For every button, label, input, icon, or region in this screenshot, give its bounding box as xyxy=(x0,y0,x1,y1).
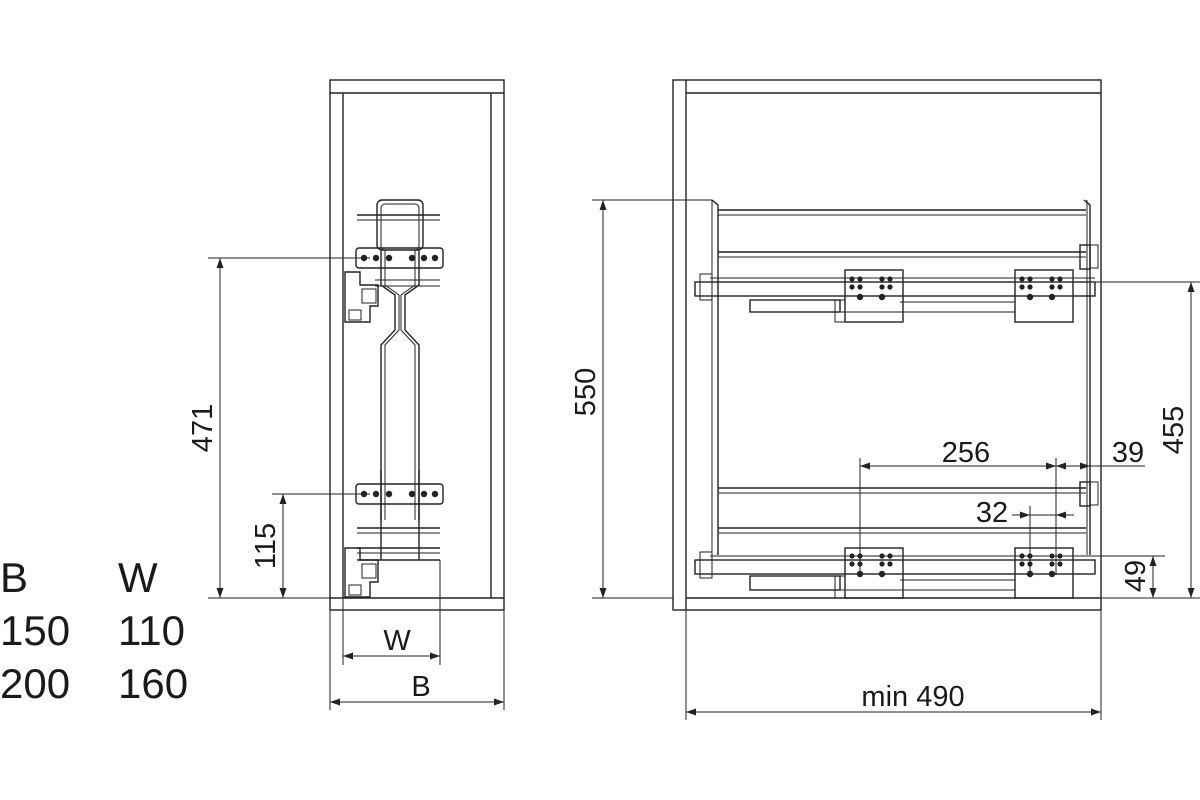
dim-39-label: 39 xyxy=(1112,437,1144,469)
dim-39: 39 xyxy=(1056,437,1145,475)
dim-min-490-label: min 490 xyxy=(861,681,964,713)
table-header-b: B xyxy=(0,554,28,601)
side-lower-plate-right xyxy=(1014,547,1074,599)
dim-115-label: 115 xyxy=(250,523,282,569)
front-runner-upper xyxy=(344,271,379,323)
dim-471-label: 471 xyxy=(187,404,219,452)
dim-550-label: 550 xyxy=(570,368,602,416)
dim-32-label: 32 xyxy=(976,497,1008,529)
table-cell-w-row1: 110 xyxy=(118,607,185,654)
side-upper-plate-right xyxy=(1014,269,1074,323)
table-cell-w-row2: 160 xyxy=(118,660,188,707)
dim-49: 49 xyxy=(1073,555,1165,598)
dim-256-label: 256 xyxy=(942,437,990,469)
side-upper-shelf xyxy=(694,209,1099,313)
size-table: B W 150 110 200 160 xyxy=(0,554,188,707)
dim-min-490: min 490 xyxy=(685,610,1102,720)
side-cabinet-outline xyxy=(672,79,1102,611)
side-lower-plate-left xyxy=(834,547,904,599)
dim-471: 471 xyxy=(187,257,370,599)
dim-32: 32 xyxy=(976,497,1074,575)
dim-455: 455 xyxy=(1073,281,1200,599)
side-upper-plate-left xyxy=(834,269,904,323)
dim-w-label: W xyxy=(383,625,411,657)
dim-b: B xyxy=(329,610,505,710)
dim-455-label: 455 xyxy=(1158,406,1190,454)
side-basket-uprights xyxy=(711,199,1091,555)
table-cell-b-row2: 200 xyxy=(0,660,70,707)
dim-49-label: 49 xyxy=(1120,560,1152,592)
front-runner-lower xyxy=(344,547,379,598)
table-header-w: W xyxy=(118,554,158,601)
front-cabinet-outline xyxy=(329,79,505,611)
dim-b-label: B xyxy=(411,671,430,703)
dim-115: 115 xyxy=(250,493,370,598)
dim-550: 550 xyxy=(570,199,712,599)
dim-256: 256 xyxy=(859,437,1057,575)
dim-w: W xyxy=(342,560,441,665)
side-view: 550 455 256 39 xyxy=(570,79,1200,720)
front-view: 471 115 W B xyxy=(187,79,505,710)
table-cell-b-row1: 150 xyxy=(0,607,70,654)
front-basket-frame xyxy=(357,199,440,561)
side-lower-shelf xyxy=(694,481,1099,591)
